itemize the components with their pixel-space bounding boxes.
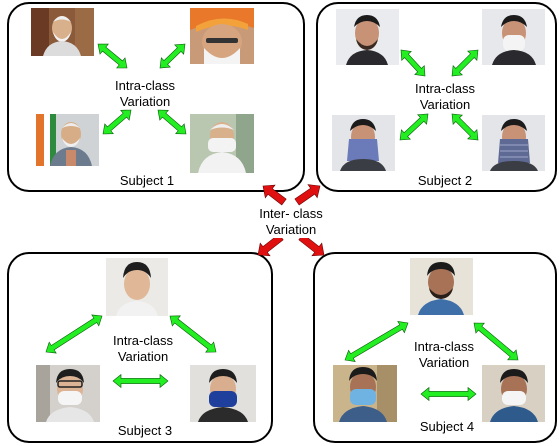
intra-label-line1: Intra-class Variation: [113, 333, 173, 364]
subject-2-photo-bottom-right: [482, 115, 545, 171]
subject-1-photo-bottom-left: [36, 114, 99, 166]
subject-4-intra-class-label: Intra-class Variation: [404, 339, 484, 371]
inter-arrow-to-subject-2: [294, 184, 321, 206]
inter-class-label: Inter- class Variation: [251, 206, 331, 238]
subject-4-label: Subject 4: [419, 419, 475, 434]
subject-2-intra-class-label: Intra-class Variation: [405, 81, 485, 113]
subject-4-photo-bottom-left: [333, 365, 397, 422]
subject-3-photo-top: [106, 258, 168, 316]
subject-3-intra-class-label: Intra-class Variation: [103, 333, 183, 365]
subject-1-intra-class-label: Intra-class Variation: [105, 78, 185, 110]
subject-1-label: Subject 1: [119, 173, 175, 188]
subject-4-photo-top: [410, 258, 473, 315]
subject-3-label: Subject 3: [117, 423, 173, 438]
subject-2-label: Subject 2: [417, 173, 473, 188]
intra-label-line1: Intra-class Variation: [115, 78, 175, 109]
subject-2-photo-top-right: [482, 9, 545, 65]
subject-1-photo-top-right: [190, 8, 254, 64]
intra-label-line1: Intra-class Variation: [415, 81, 475, 112]
subject-2-photo-top-left: [336, 9, 399, 65]
inter-label-text: Inter- class Variation: [259, 206, 323, 237]
subject-3-photo-bottom-right: [190, 365, 256, 422]
subject-1-photo-bottom-right: [190, 114, 254, 173]
subject-3-photo-bottom-left: [36, 365, 100, 422]
subject-4-photo-bottom-right: [482, 365, 545, 422]
subject-1-photo-top-left: [31, 8, 94, 56]
subject-2-photo-bottom-left: [332, 115, 395, 171]
intra-label-line1: Intra-class Variation: [414, 339, 474, 370]
